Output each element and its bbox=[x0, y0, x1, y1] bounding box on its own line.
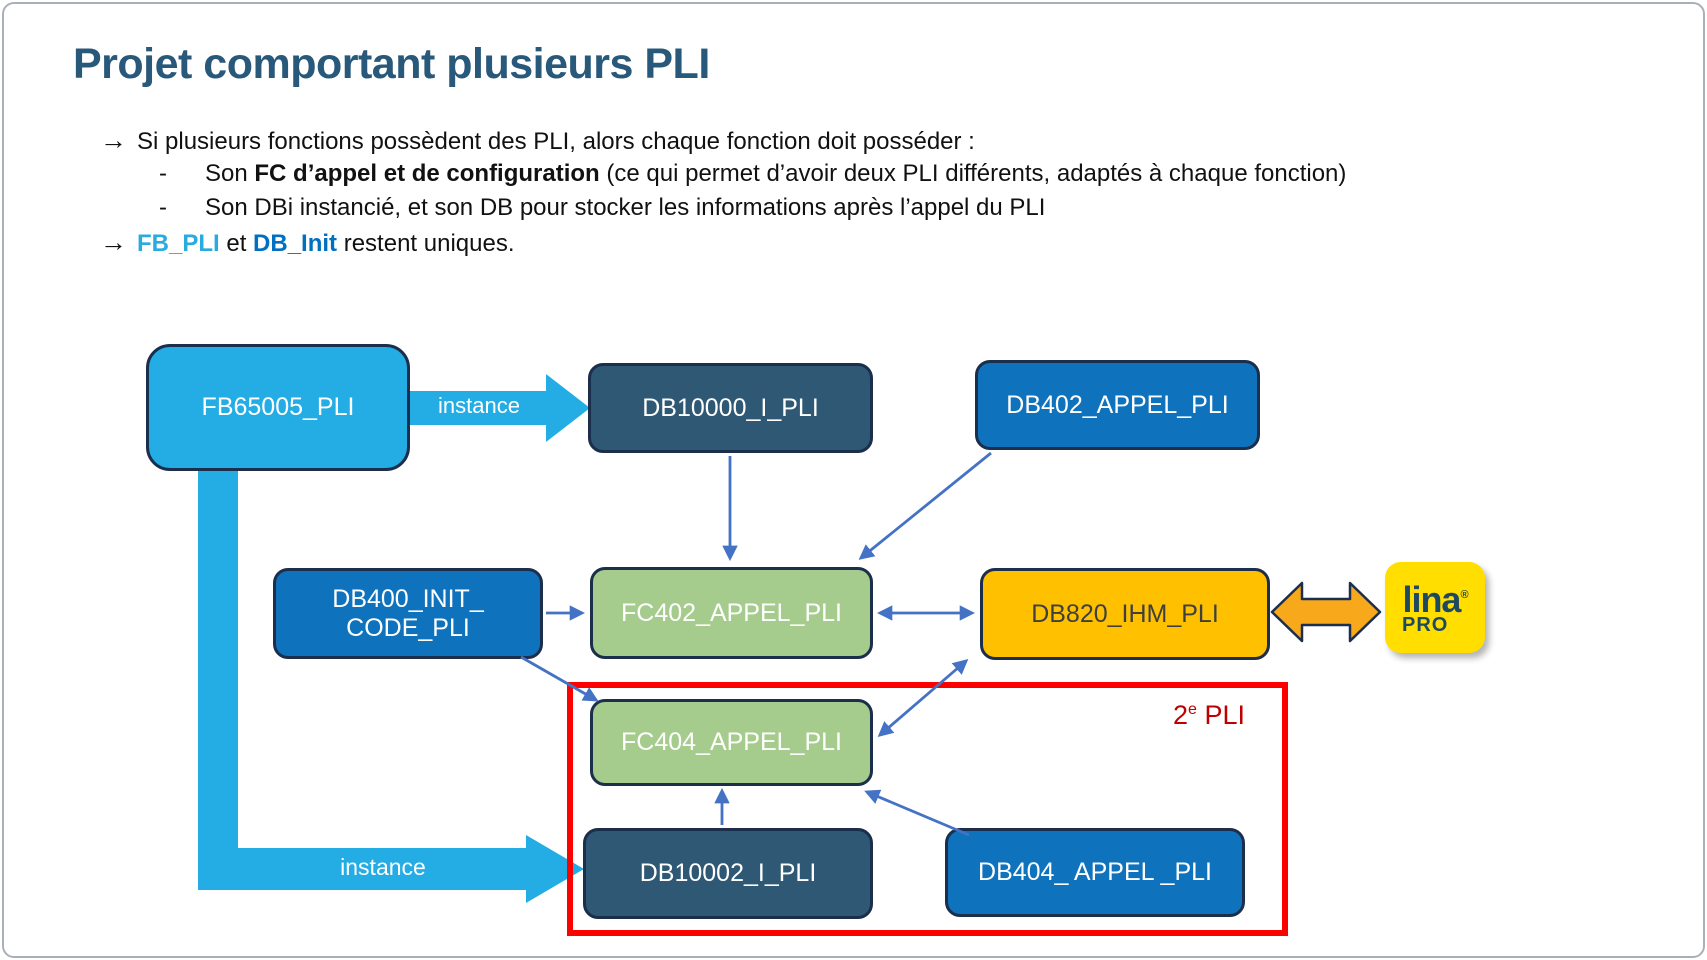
node-fc402-appel-pli: FC402_APPEL_PLI bbox=[590, 567, 873, 659]
node-label: FB65005_PLI bbox=[201, 393, 355, 422]
bullet-line-3: - Son DBi instancié, et son DB pour stock… bbox=[159, 192, 1045, 224]
lina-pro-subtitle: PRO bbox=[1402, 614, 1449, 636]
bullet-line-3-text: Son DBi instancié, et son DB pour stocke… bbox=[205, 194, 1046, 221]
node-label: DB402_APPEL_PLI bbox=[1006, 390, 1229, 419]
registered-mark-icon: ® bbox=[1460, 589, 1468, 601]
second-pli-suffix: PLI bbox=[1196, 700, 1245, 730]
db-init-text: DB_Init bbox=[253, 230, 338, 257]
second-pli-superscript: e bbox=[1188, 701, 1197, 718]
instance-label-bottom: instance bbox=[340, 854, 426, 880]
lina-wordmark: lina® bbox=[1402, 580, 1468, 618]
bullet-line-1-text: Si plusieurs fonctions possèdent des PLI… bbox=[137, 128, 975, 155]
node-fb65005-pli: FB65005_PLI bbox=[146, 344, 410, 471]
node-label: DB10000_I_PLI bbox=[642, 393, 819, 422]
bullet-line-2-post: (ce qui permet d’avoir deux PLI différen… bbox=[599, 160, 1347, 187]
bullet-line-2-bold: FC d’appel et de configuration bbox=[254, 160, 600, 187]
bullet-line-1: → Si plusieurs fonctions possèdent des PL… bbox=[100, 124, 975, 158]
node-db400-init-code-pli: DB400_INIT_ CODE_PLI bbox=[273, 568, 543, 659]
bullet-line-2-pre: Son bbox=[205, 160, 255, 187]
node-db10002-i-pli: DB10002_I_PLI bbox=[583, 828, 873, 919]
page-title: Projet comportant plusieurs PLI bbox=[73, 40, 710, 88]
node-label: DB820_IHM_PLI bbox=[1031, 599, 1219, 628]
arrow-bullet-icon: → bbox=[100, 227, 127, 257]
dash-bullet-icon: - bbox=[159, 194, 167, 221]
bullet-line-2: - Son FC d’appel et de configuration (ce … bbox=[159, 158, 1346, 190]
node-label: FC402_APPEL_PLI bbox=[621, 598, 842, 627]
arrow-bullet-icon: → bbox=[100, 125, 127, 155]
dash-bullet-icon: - bbox=[159, 160, 167, 187]
node-label-line1: DB400_INIT_ bbox=[332, 584, 484, 613]
bullet-line-4: → FB_PLI et DB_Init restent uniques. bbox=[100, 226, 515, 260]
node-db820-ihm-pli: DB820_IHM_PLI bbox=[980, 568, 1270, 660]
instance-arrow-bottom-l-connector bbox=[198, 460, 584, 903]
node-label: FC404_APPEL_PLI bbox=[621, 728, 842, 757]
lina-word: lina bbox=[1402, 579, 1461, 620]
bullet-line-4-post: restent uniques. bbox=[337, 230, 515, 257]
node-label: DB10002_I_PLI bbox=[639, 859, 817, 888]
instance-label-top: instance bbox=[438, 393, 520, 418]
fb-pli-text: FB_PLI bbox=[137, 230, 220, 257]
node-db402-appel-pli: DB402_APPEL_PLI bbox=[975, 360, 1260, 450]
bullet-line-4-mid: et bbox=[219, 230, 254, 257]
node-fc404-appel-pli: FC404_APPEL_PLI bbox=[590, 699, 873, 786]
node-label: DB404_ APPEL _PLI bbox=[978, 858, 1212, 887]
node-db404-appel-pli: DB404_ APPEL _PLI bbox=[945, 828, 1245, 917]
second-pli-number: 2 bbox=[1173, 700, 1189, 730]
instance-arrow-top bbox=[410, 374, 590, 442]
node-label-line2: CODE_PLI bbox=[346, 613, 470, 642]
second-pli-label: 2e PLI bbox=[1173, 700, 1245, 731]
node-db10000-i-pli: DB10000_I_PLI bbox=[588, 363, 873, 453]
lina-pro-logo: lina® PRO bbox=[1385, 562, 1485, 653]
